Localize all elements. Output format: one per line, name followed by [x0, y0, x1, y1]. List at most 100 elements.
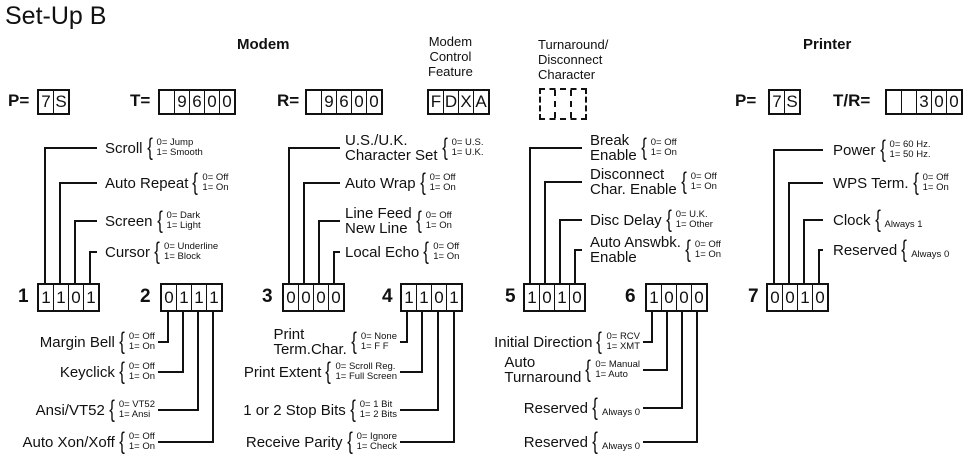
connector-line: [333, 251, 340, 283]
setting-label: WPS Term.: [833, 174, 909, 192]
bit-cell[interactable]: 1: [404, 288, 414, 307]
bit-cell[interactable]: 1: [83, 285, 98, 310]
option-text: 0= Jump: [156, 137, 194, 148]
bit-cell[interactable]: 0: [812, 285, 827, 310]
printer-p-label: P=: [735, 91, 757, 110]
option-text: 0= Off: [429, 172, 456, 183]
bit-cell[interactable]: 0: [539, 285, 554, 310]
setting-label: U.S./U.K. Character Set: [345, 132, 438, 164]
bit-cell[interactable]: 0: [164, 288, 174, 307]
turnaround-char-box[interactable]: [539, 88, 587, 120]
printer-tr-label: T/R=: [833, 91, 871, 110]
setting-label: Break Enable: [590, 132, 637, 164]
connector-line: [400, 312, 408, 343]
connector-line: [59, 182, 97, 283]
bit-cell[interactable]: 0: [691, 285, 706, 310]
bit-cell[interactable]: 0: [298, 285, 313, 310]
group-number: 6: [625, 286, 636, 307]
option-text: 0= Dark: [166, 210, 201, 221]
brace-icon: {: [441, 134, 448, 161]
bit-cell[interactable]: 0: [770, 288, 780, 307]
option-text: 0= None: [360, 331, 397, 342]
bit-cell[interactable]: 1: [649, 288, 659, 307]
option-text: 1= Full Screen: [335, 371, 397, 382]
bit-cell[interactable]: 1: [446, 285, 461, 310]
bit-cell[interactable]: 1: [416, 285, 431, 310]
bit-cell[interactable]: 0: [569, 285, 584, 310]
group-number: 2: [140, 286, 151, 307]
bit-cell[interactable]: 1: [206, 285, 221, 310]
bit-cell[interactable]: 0: [313, 285, 328, 310]
connector-line: [400, 312, 455, 443]
brace-icon: {: [596, 328, 603, 355]
option-text: 1= Block: [164, 251, 201, 262]
setting-label: Margin Bell: [39, 333, 115, 351]
bit-cell[interactable]: 0: [328, 285, 343, 310]
bit-cell[interactable]: 1: [41, 288, 51, 307]
setting-label: Auto Repeat: [105, 174, 189, 192]
setting-options: Always 0: [602, 432, 640, 452]
option-text: 0= VT52: [118, 399, 155, 410]
connector-line: [158, 312, 214, 443]
connector-line: [400, 312, 423, 373]
connector-line: [643, 312, 698, 443]
modem-p-label: P=: [8, 91, 30, 110]
connector-line: [773, 149, 823, 283]
brace-icon: {: [592, 428, 598, 455]
connector-line: [803, 219, 823, 283]
option-text: 1= F F: [360, 341, 389, 352]
bit-cell[interactable]: 1: [176, 285, 191, 310]
option-text: 0= Off: [425, 210, 452, 221]
bit-cell[interactable]: 1: [797, 285, 812, 310]
option-text: 1= On: [650, 147, 677, 158]
brace-icon: {: [415, 207, 422, 234]
option-text: 1= Ansi: [118, 409, 151, 420]
bit-cell[interactable]: 0: [782, 285, 797, 310]
option-text: Always 0: [601, 407, 640, 418]
bit-cell[interactable]: 1: [53, 285, 68, 310]
bit-cell[interactable]: 0: [661, 285, 676, 310]
bit-cell[interactable]: 0: [286, 288, 296, 307]
bit-cell[interactable]: 1: [554, 285, 569, 310]
option-text: Always 0: [601, 441, 640, 452]
connector-line: [559, 219, 582, 283]
heading-modem-control: Modem Control Feature: [428, 34, 473, 79]
option-text: 1= On: [922, 182, 949, 193]
bit-cell[interactable]: 1: [527, 288, 537, 307]
brace-icon: {: [108, 396, 115, 423]
setting-label: Disc Delay: [590, 211, 662, 229]
modem-t-label: T=: [130, 91, 151, 110]
bit-cell[interactable]: 1: [191, 285, 206, 310]
setting-label: Local Echo: [345, 243, 420, 261]
brace-icon: {: [901, 236, 908, 263]
bit-cell[interactable]: 0: [431, 285, 446, 310]
bit-cell[interactable]: 0: [676, 285, 691, 310]
bit-cell[interactable]: 0: [68, 285, 83, 310]
group-number: 4: [382, 286, 393, 307]
connector-line: [89, 251, 97, 283]
